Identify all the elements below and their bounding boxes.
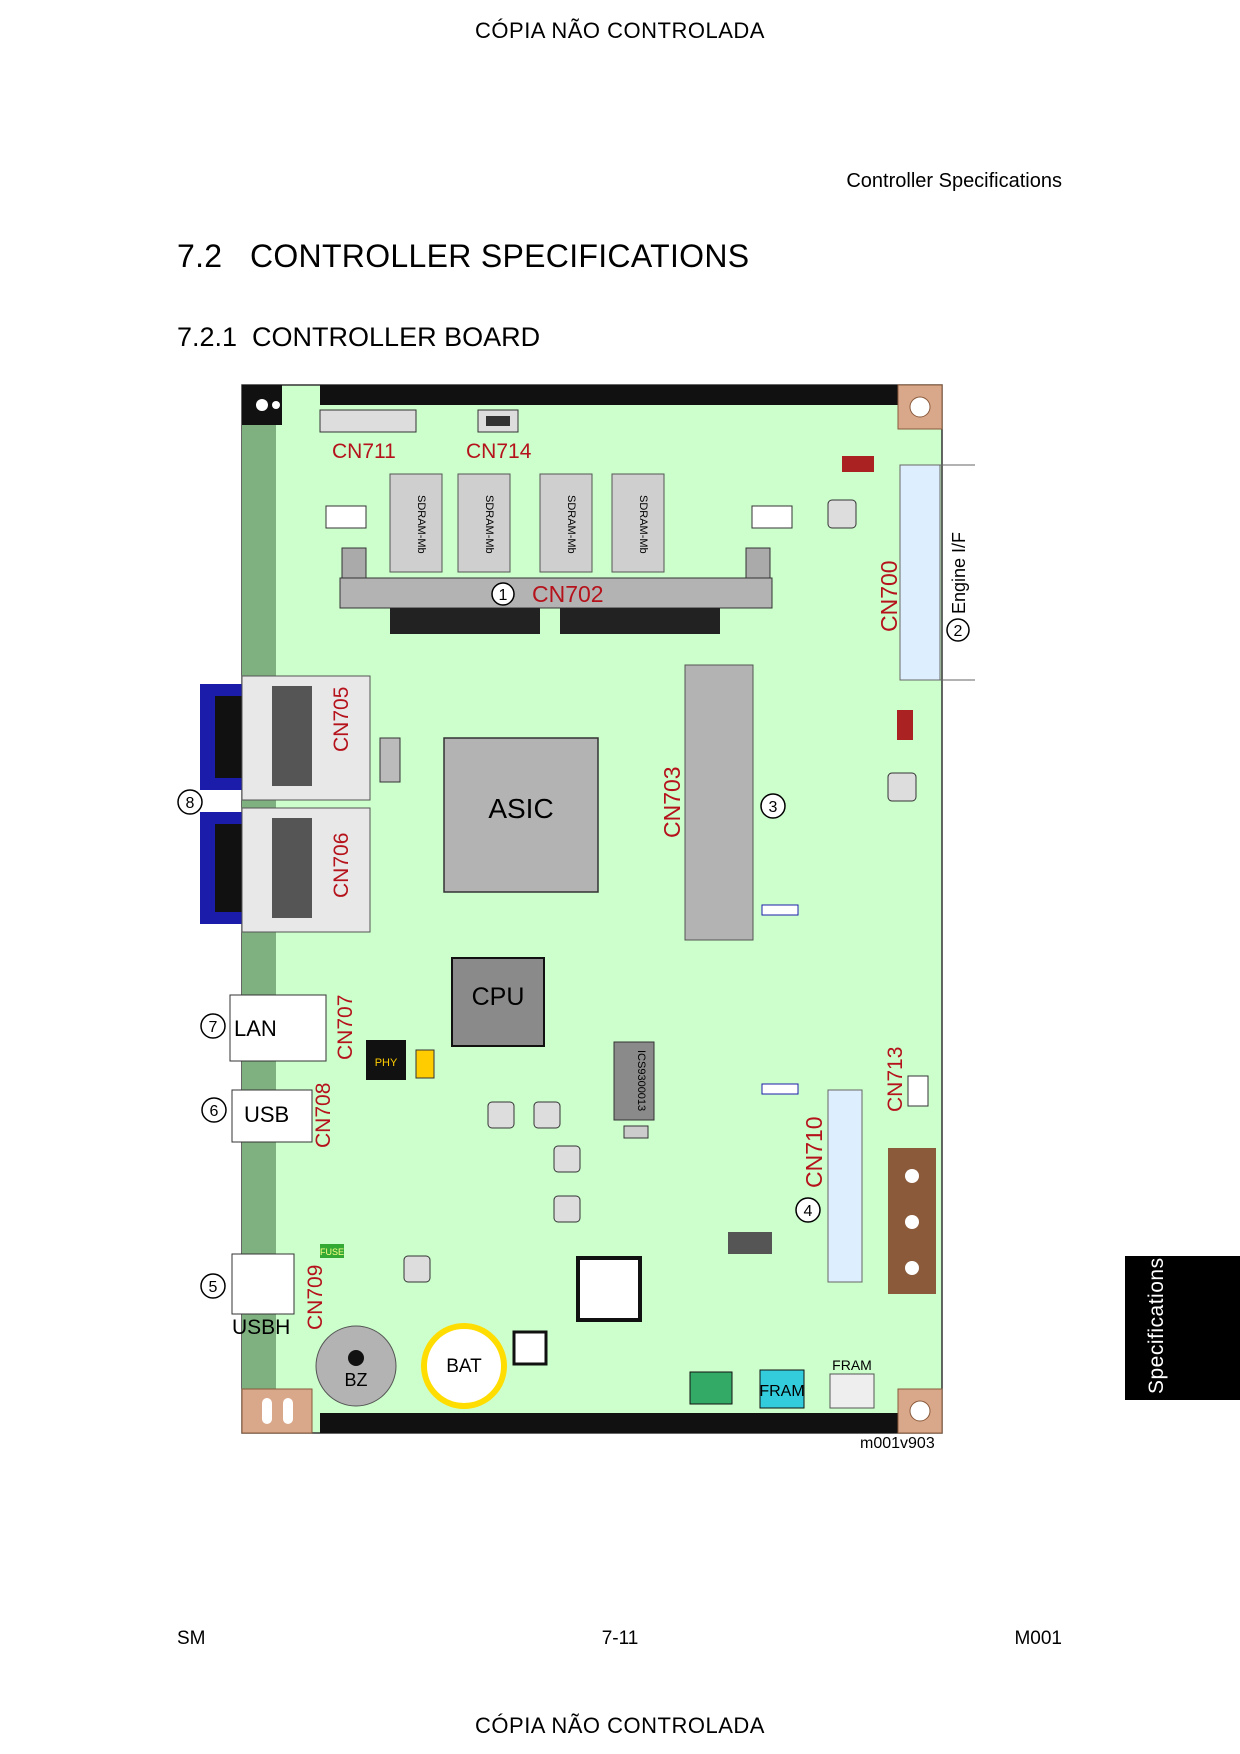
- fuse-mid: [897, 710, 913, 740]
- lan-port: [229, 994, 327, 1062]
- sdram-label-4: SDRAM-Mb: [637, 495, 649, 554]
- cn703-label: CN703: [659, 766, 685, 838]
- footer-left: SM: [177, 1628, 206, 1649]
- cn710-label: CN710: [801, 1116, 827, 1188]
- section-title: 7.2 CONTROLLER SPECIFICATIONS: [177, 238, 750, 274]
- svg-text:2: 2: [954, 623, 963, 640]
- cn702-pins-right: [560, 608, 720, 634]
- side-tab: Specifications: [1125, 1256, 1240, 1400]
- bz-label: BZ: [344, 1370, 367, 1390]
- cn708-label: CN708: [312, 1083, 335, 1148]
- lan-label: LAN: [234, 1016, 277, 1041]
- callout-1: [491, 582, 515, 606]
- fuse-top: [842, 456, 874, 472]
- footer-right: M001: [1014, 1628, 1062, 1649]
- usb-label: USB: [244, 1102, 289, 1127]
- cn711-header: [319, 409, 417, 433]
- component-round-2: [887, 772, 917, 802]
- cn709-label: CN709: [304, 1265, 327, 1330]
- cn713-label: CN713: [884, 1047, 907, 1112]
- svg-text:5: 5: [209, 1279, 218, 1296]
- usb-port: [231, 1089, 313, 1143]
- callout-4: [795, 1197, 821, 1223]
- cpu-chip: [451, 957, 545, 1047]
- top-rail: [320, 385, 898, 405]
- callout-7: [200, 1013, 226, 1039]
- sdram-label-1: SDRAM-Mb: [415, 495, 427, 554]
- fram-label: FRAM: [759, 1383, 804, 1400]
- watermark-bottom: CÓPIA NÃO CONTROLADA: [475, 1713, 765, 1738]
- cn703-connector: [684, 664, 754, 941]
- component-round-1: [827, 499, 857, 529]
- cpu-label: CPU: [472, 983, 525, 1011]
- svg-text:1: 1: [499, 587, 508, 604]
- callout-3: [760, 793, 786, 819]
- watermark-top: CÓPIA NÃO CONTROLADA: [475, 18, 765, 43]
- square-ic: [576, 1256, 642, 1322]
- cn707-label: CN707: [334, 995, 357, 1060]
- footer-center: 7-11: [601, 1628, 639, 1649]
- bottom-rail: [320, 1413, 898, 1433]
- cn705-label: CN705: [330, 687, 353, 752]
- ics-chip: [613, 1041, 655, 1121]
- subsection-title: 7.2.1 CONTROLLER BOARD: [177, 322, 541, 352]
- usbh-label: USBH: [232, 1316, 290, 1339]
- mount-pad-bottom-left: [241, 1388, 313, 1434]
- svg-text:3: 3: [769, 799, 778, 816]
- cn714-label: CN714: [466, 440, 532, 463]
- running-head: Controller Specifications: [846, 170, 1062, 192]
- fuse-green-label: FUSE: [320, 1247, 344, 1257]
- cn710-connector: [827, 1089, 863, 1283]
- cn711-label: CN711: [332, 440, 396, 463]
- fram-top-label: FRAM: [832, 1357, 872, 1373]
- dip-switch: [689, 1371, 733, 1405]
- phy-label: PHY: [375, 1057, 398, 1069]
- fuse-green: [320, 1244, 344, 1258]
- asic-label: ASIC: [488, 793, 553, 824]
- side-tab-label: Specifications: [1145, 1257, 1168, 1394]
- sdram-label-2: SDRAM-Mb: [483, 495, 495, 554]
- figure-id: m001v903: [860, 1435, 935, 1452]
- sdram-chips: SDRAM-Mb SDRAM-Mb SDRAM-Mb SDRAM-Mb: [389, 473, 665, 573]
- asic-chip: [443, 737, 599, 893]
- battery: [421, 1323, 507, 1409]
- ics-label: ICS9300013: [635, 1050, 647, 1111]
- callout-8: [177, 789, 203, 815]
- callout-2: [946, 618, 970, 642]
- cn702-label: CN702: [532, 581, 604, 607]
- sdram-label-3: SDRAM-Mb: [565, 495, 577, 554]
- small-ic: [728, 1232, 772, 1254]
- svg-text:4: 4: [804, 1203, 813, 1220]
- usbh-port: [231, 1253, 295, 1315]
- cn700-label: CN700: [876, 560, 902, 632]
- callout-5: [200, 1273, 226, 1299]
- cn702-pins-left: [390, 608, 540, 634]
- dimm-latch-left: [325, 505, 367, 529]
- engine-if-label: Engine I/F: [949, 532, 969, 614]
- svg-text:7: 7: [209, 1019, 218, 1036]
- fram-chip: [759, 1369, 805, 1409]
- dimm-latch-right: [751, 505, 793, 529]
- svg-text:6: 6: [210, 1103, 219, 1120]
- cn700-connector: [899, 464, 941, 681]
- bat-label: BAT: [446, 1356, 482, 1377]
- cn702-slot: [339, 577, 773, 609]
- callout-6: [201, 1097, 227, 1123]
- cn706-label: CN706: [330, 833, 353, 898]
- svg-text:8: 8: [186, 795, 195, 812]
- phy-chip: [366, 1040, 406, 1080]
